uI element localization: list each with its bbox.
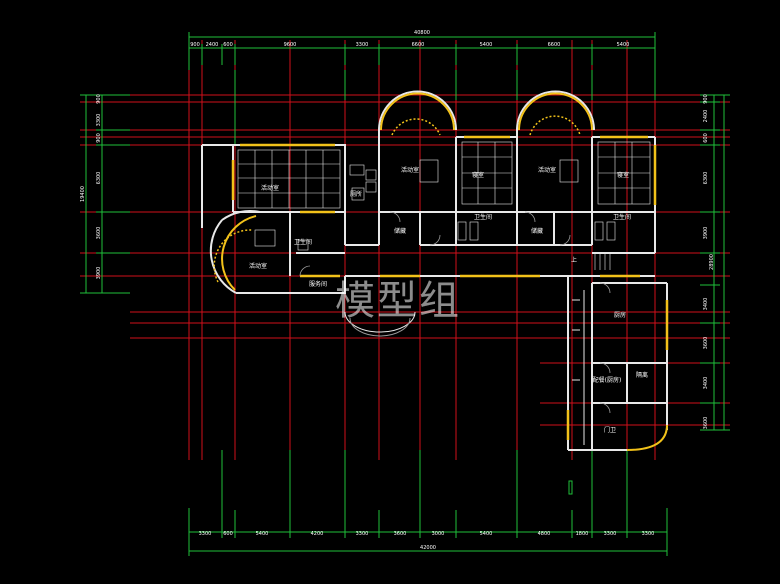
- left-total-dim: 19400: [80, 186, 86, 202]
- dimension-lines: [80, 32, 730, 556]
- room-label-sleep-center: 寝室: [472, 171, 484, 179]
- room-label-kitchen: 厨房: [614, 311, 626, 319]
- top-dim: 2400: [206, 42, 219, 48]
- guide-lines: [221, 70, 656, 510]
- right-total-dim: 28900: [709, 254, 715, 270]
- top-dim: 9600: [284, 42, 297, 48]
- bottom-dim: 3300: [356, 531, 369, 537]
- bottom-dim: 3600: [394, 531, 407, 537]
- dimension-texts: 40800 900 2400 600 9600 3300 6600 5400 6…: [80, 30, 715, 551]
- bottom-dim: 3300: [199, 531, 212, 537]
- right-dim: 6300: [703, 172, 709, 185]
- bottom-total-dim: 42000: [420, 545, 436, 551]
- bottom-dim: 3300: [604, 531, 617, 537]
- top-dim: 900: [190, 42, 200, 48]
- bottom-dim: 5400: [480, 531, 493, 537]
- room-label-washroom: 卫生间: [294, 238, 312, 246]
- right-dim: 900: [703, 94, 709, 104]
- top-total-dim: 40800: [414, 30, 430, 36]
- doors: [299, 211, 611, 414]
- top-dim: 5400: [617, 42, 630, 48]
- top-dim: 6600: [548, 42, 561, 48]
- room-label-isolation: 隔离: [636, 371, 648, 379]
- left-dim: 3900: [96, 267, 102, 280]
- bottom-dim: 3300: [642, 531, 655, 537]
- top-dim: 3300: [356, 42, 369, 48]
- bottom-dim: 5400: [256, 531, 269, 537]
- furniture: [237, 141, 651, 270]
- left-dim: 3600: [96, 227, 102, 240]
- left-dim: 900: [96, 133, 102, 143]
- room-label-activity-left: 活动室: [249, 262, 267, 270]
- bottom-dim: 1800: [576, 531, 589, 537]
- room-label-storage: 储藏: [531, 227, 543, 235]
- right-dim: 2400: [703, 110, 709, 123]
- right-dim: 3400: [703, 298, 709, 311]
- room-label-activity-right: 活动室: [538, 166, 556, 174]
- top-dim: 5400: [480, 42, 493, 48]
- room-label-toilet: 厕所: [350, 190, 362, 198]
- stairs: [594, 253, 611, 270]
- room-label-service: 服务间: [309, 280, 327, 288]
- right-dim: 3400: [703, 377, 709, 390]
- right-dim: 600: [703, 133, 709, 143]
- room-labels: 活动室 活动室 寝室 活动室 寝室 活动室 储藏 储藏 卫生间 卫生间 卫生间 …: [249, 166, 648, 434]
- room-label-guard: 门卫: [604, 426, 616, 434]
- stairs-up-label: 上: [571, 256, 577, 264]
- right-dim: 3600: [703, 417, 709, 430]
- right-dim: 3900: [703, 227, 709, 240]
- right-dim: 3600: [703, 337, 709, 350]
- section-marker: [568, 480, 573, 495]
- top-dim: 600: [223, 42, 233, 48]
- room-label-sleep-right: 寝室: [617, 171, 629, 179]
- bottom-dim: 3000: [432, 531, 445, 537]
- top-dim: 6600: [412, 42, 425, 48]
- room-label-sleep-left: 活动室: [261, 184, 279, 192]
- bottom-dim: 4800: [538, 531, 551, 537]
- room-label-washroom: 卫生间: [613, 213, 631, 221]
- room-label-storage: 储藏: [394, 227, 406, 235]
- room-label-activity-center: 活动室: [401, 166, 419, 174]
- bottom-dim: 600: [223, 531, 233, 537]
- walls: [201, 130, 668, 451]
- left-dim: 6300: [96, 172, 102, 185]
- left-dim: 3300: [96, 114, 102, 127]
- windows: [231, 135, 669, 440]
- room-label-washroom: 卫生间: [474, 213, 492, 221]
- bottom-dim: 4200: [311, 531, 324, 537]
- curved-walls: [209, 90, 668, 451]
- room-label-pantry: 配餐(厨房): [593, 376, 622, 384]
- left-dim: 900: [96, 94, 102, 104]
